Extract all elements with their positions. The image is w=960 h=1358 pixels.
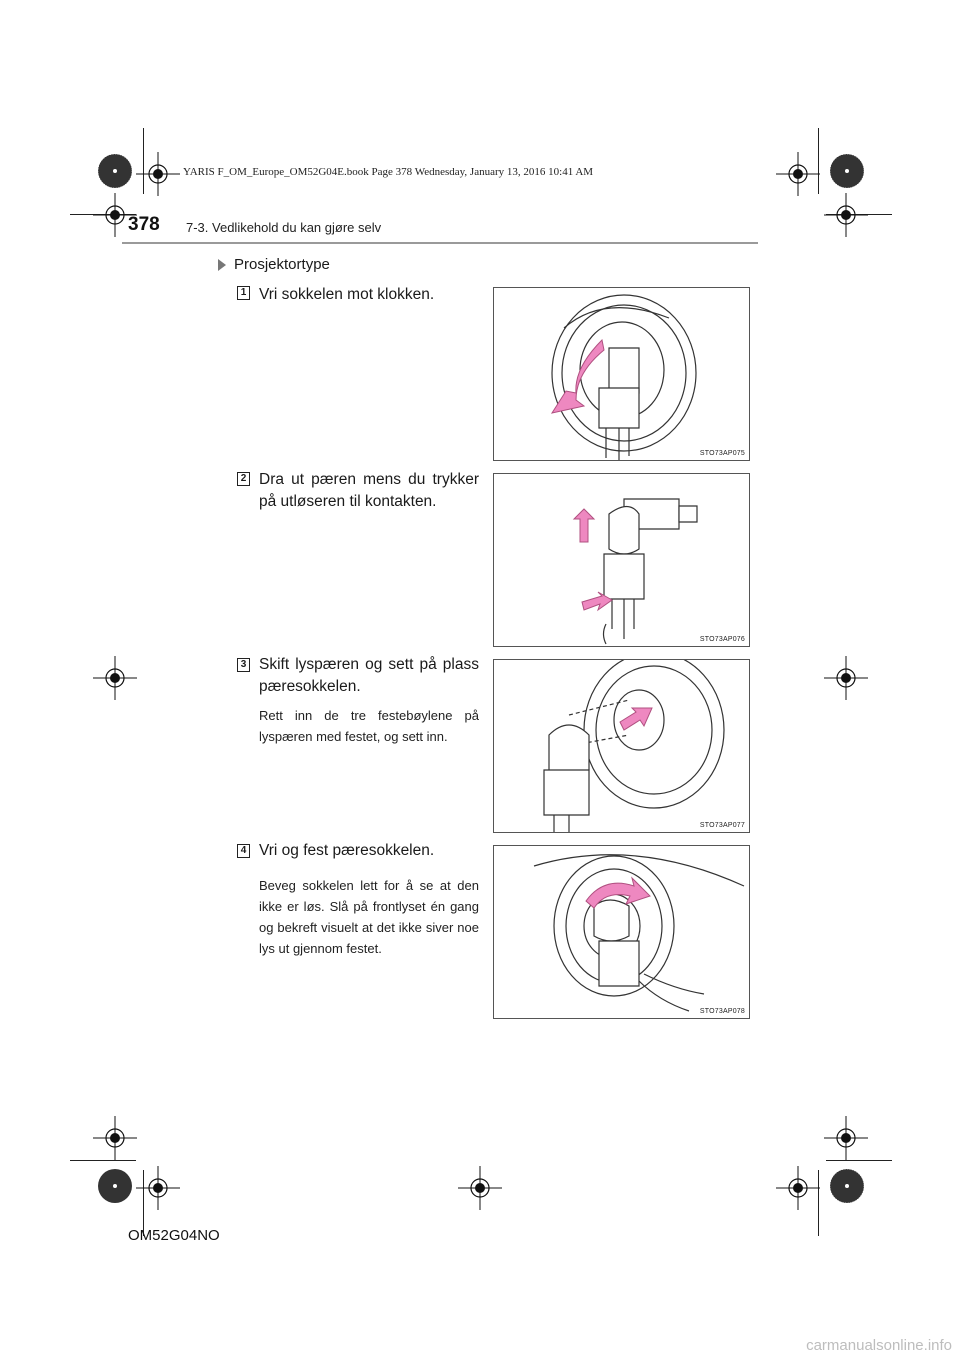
step-text: Skift lyspæren og sett på plass pæresokk… — [259, 656, 479, 695]
crop-line — [143, 1170, 144, 1236]
sunburst-mark-icon — [829, 153, 865, 189]
triangle-bullet-icon — [218, 258, 226, 271]
figure-code: STO73AP078 — [699, 1008, 745, 1015]
step-number: 2 — [237, 472, 250, 486]
watermark: carmanualsonline.info — [806, 1337, 952, 1354]
figure-code: STO73AP076 — [699, 636, 745, 643]
step-note: Rett inn de tre festebøylene på lyspæren… — [259, 708, 479, 744]
registration-mark-icon — [93, 656, 137, 700]
crop-line — [70, 1160, 136, 1161]
subheading-text: Prosjektortype — [234, 256, 330, 273]
sunburst-mark-icon — [829, 1168, 865, 1204]
figure-code: STO73AP075 — [699, 450, 745, 457]
header-divider — [122, 242, 758, 244]
step-text: Vri sokkelen mot klokken. — [259, 286, 435, 303]
registration-mark-icon — [136, 152, 180, 196]
print-header: YARIS F_OM_Europe_OM52G04E.book Page 378… — [183, 166, 594, 178]
registration-mark-icon — [776, 1166, 820, 1210]
figure-code: STO73AP077 — [699, 822, 745, 829]
sunburst-mark-icon — [97, 153, 133, 189]
illustration-figure: STO73AP075 — [493, 287, 750, 461]
document-code: OM52G04NO — [128, 1227, 220, 1244]
step-number: 3 — [237, 658, 250, 672]
section-title: 7-3. Vedlikehold du kan gjøre selv — [186, 220, 382, 235]
registration-mark-icon — [824, 656, 868, 700]
step-number: 1 — [237, 286, 250, 300]
crop-line — [818, 1170, 819, 1236]
crop-line — [826, 1160, 892, 1161]
sunburst-mark-icon — [98, 1169, 132, 1203]
subheading: Prosjektortype — [218, 256, 330, 273]
registration-mark-icon — [776, 152, 820, 196]
step-text: Dra ut pæren mens du trykker på utløsere… — [259, 471, 479, 510]
registration-mark-icon — [93, 193, 137, 237]
registration-mark-icon — [824, 193, 868, 237]
page-number: 378 — [128, 214, 160, 235]
registration-mark-icon — [824, 1116, 868, 1160]
illustration-figure: STO73AP076 — [493, 473, 750, 647]
registration-mark-icon — [136, 1166, 180, 1210]
illustration-figure: STO73AP077 — [493, 659, 750, 833]
registration-mark-icon — [93, 1116, 137, 1160]
registration-mark-icon — [458, 1166, 502, 1210]
illustration-figure: STO73AP078 — [493, 845, 750, 1019]
step-text: Vri og fest pæresokkelen. — [259, 842, 435, 859]
step-number: 4 — [237, 844, 250, 858]
crop-line — [143, 128, 144, 194]
step-note: Beveg sokkelen lett for å se at den ikke… — [259, 878, 479, 956]
crop-line — [818, 128, 819, 194]
